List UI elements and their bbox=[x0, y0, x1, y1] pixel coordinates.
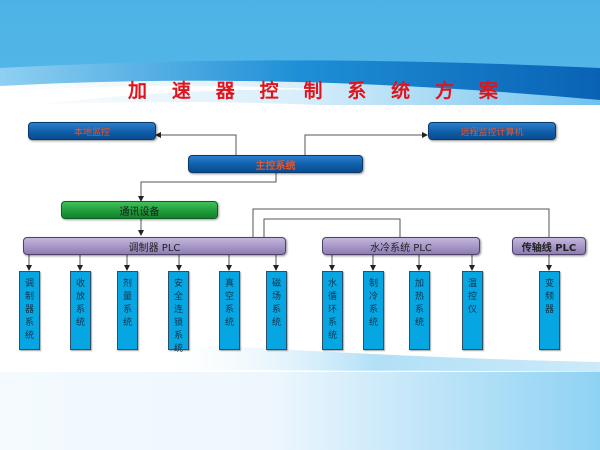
leaf-node[interactable]: 调制器系统 bbox=[19, 271, 40, 350]
leaf-label-char: 统 bbox=[224, 318, 234, 328]
leaf-label-char: 系 bbox=[368, 305, 378, 315]
leaf-label-char: 统 bbox=[414, 318, 424, 328]
title-char: 方 bbox=[435, 80, 455, 102]
leaf-label-char: 制 bbox=[368, 279, 378, 289]
node-communication[interactable]: 通讯设备 bbox=[61, 201, 218, 219]
leaf-label-char: 系 bbox=[173, 331, 183, 341]
leaf-label-char: 冷 bbox=[368, 292, 378, 302]
title-char: 速 bbox=[171, 80, 191, 102]
title-char: 制 bbox=[303, 80, 323, 102]
edge-main-to-remote bbox=[304, 132, 428, 155]
leaf-label-char: 安 bbox=[173, 279, 183, 289]
leaf-label-char: 统 bbox=[24, 331, 34, 341]
leaf-label-char: 统 bbox=[75, 318, 85, 328]
leaf-label-char: 调 bbox=[24, 279, 34, 289]
leaf-node[interactable]: 真空系统 bbox=[219, 271, 240, 350]
leaf-label-char: 制 bbox=[24, 292, 34, 302]
title-char: 控 bbox=[259, 80, 279, 102]
leaf-label-char: 器 bbox=[544, 305, 554, 315]
leaf-node[interactable]: 剂量系统 bbox=[117, 271, 138, 350]
title-char: 加 bbox=[128, 80, 148, 102]
node-water-cooling-plc[interactable]: 水冷系统 PLC bbox=[322, 237, 480, 255]
title-char: 统 bbox=[391, 80, 411, 102]
title-char: 器 bbox=[215, 80, 235, 102]
leaf-label-char: 剂 bbox=[122, 279, 132, 289]
edge-modulator-to-watercooling bbox=[263, 218, 401, 237]
edge-main-to-local bbox=[155, 132, 237, 155]
leaf-label-char: 系 bbox=[271, 305, 281, 315]
title-char: 系 bbox=[347, 80, 367, 102]
leaf-label-char: 系 bbox=[24, 318, 34, 328]
leaf-label-char: 全 bbox=[173, 292, 183, 302]
leaf-label-char: 循 bbox=[327, 292, 337, 302]
leaf-label-char: 仪 bbox=[467, 305, 477, 315]
leaf-node[interactable]: 变频器 bbox=[539, 271, 560, 350]
leaf-label-char: 系 bbox=[414, 305, 424, 315]
node-remote-computer[interactable]: 远程监控计算机 bbox=[428, 122, 556, 140]
leaf-label-char: 热 bbox=[414, 292, 424, 302]
node-main-control[interactable]: 主控系统 bbox=[188, 155, 363, 173]
leaf-label-char: 环 bbox=[327, 305, 337, 315]
leaf-label-char: 量 bbox=[122, 292, 132, 302]
edge-main-to-comm bbox=[138, 172, 277, 202]
page-title: 加 速 器 控 制 系 统 方 案 bbox=[128, 76, 498, 103]
leaf-node[interactable]: 磁场系统 bbox=[266, 271, 287, 350]
leaf-node[interactable]: 水循环系统 bbox=[322, 271, 343, 350]
leaf-label-char: 放 bbox=[75, 292, 85, 302]
leaf-label-char: 系 bbox=[224, 305, 234, 315]
leaf-label-char: 真 bbox=[224, 279, 234, 289]
leaf-label-char: 场 bbox=[271, 292, 281, 302]
leaf-label-char: 统 bbox=[368, 318, 378, 328]
leaf-node[interactable]: 加热系统 bbox=[409, 271, 430, 350]
leaf-label-char: 统 bbox=[327, 331, 337, 341]
leaf-label-char: 磁 bbox=[271, 279, 281, 289]
node-label: 水冷系统 PLC bbox=[370, 242, 432, 254]
node-label: 通讯设备 bbox=[119, 206, 160, 218]
leaf-label-char: 频 bbox=[544, 292, 554, 302]
leaf-node[interactable]: 制冷系统 bbox=[363, 271, 384, 350]
edge-modulator-to-transmission bbox=[252, 208, 550, 237]
leaf-label-char: 器 bbox=[24, 305, 34, 315]
leaf-label-char: 统 bbox=[173, 344, 183, 354]
leaf-label-char: 空 bbox=[224, 292, 234, 302]
node-modulator-plc[interactable]: 调制器 PLC bbox=[23, 237, 286, 255]
node-label: 传轴线 PLC bbox=[521, 242, 577, 254]
leaf-label-char: 系 bbox=[327, 318, 337, 328]
node-label: 本地监控 bbox=[73, 127, 110, 138]
leaf-label-char: 加 bbox=[414, 279, 424, 289]
leaf-label-char: 收 bbox=[75, 279, 85, 289]
leaf-label-char: 变 bbox=[544, 279, 554, 289]
leaf-node[interactable]: 收放系统 bbox=[70, 271, 91, 350]
leaf-label-char: 统 bbox=[122, 318, 132, 328]
leaf-label-char: 控 bbox=[467, 292, 477, 302]
leaf-label-char: 系 bbox=[122, 305, 132, 315]
leaf-label-char: 统 bbox=[271, 318, 281, 328]
leaf-label-char: 系 bbox=[75, 305, 85, 315]
node-local-monitor[interactable]: 本地监控 bbox=[28, 122, 156, 140]
node-label: 调制器 PLC bbox=[128, 242, 181, 254]
leaf-label-char: 温 bbox=[467, 279, 477, 289]
node-transmission-plc[interactable]: 传轴线 PLC bbox=[512, 237, 586, 255]
title-char: 案 bbox=[478, 80, 498, 102]
node-label: 远程监控计算机 bbox=[460, 127, 524, 138]
leaf-label-char: 锁 bbox=[173, 318, 183, 328]
leaf-label-char: 连 bbox=[173, 305, 183, 315]
leaf-node[interactable]: 温控仪 bbox=[462, 271, 483, 350]
leaf-label-char: 水 bbox=[327, 279, 337, 289]
node-label: 主控系统 bbox=[255, 160, 296, 172]
leaf-node[interactable]: 安全连锁系统 bbox=[168, 271, 189, 354]
